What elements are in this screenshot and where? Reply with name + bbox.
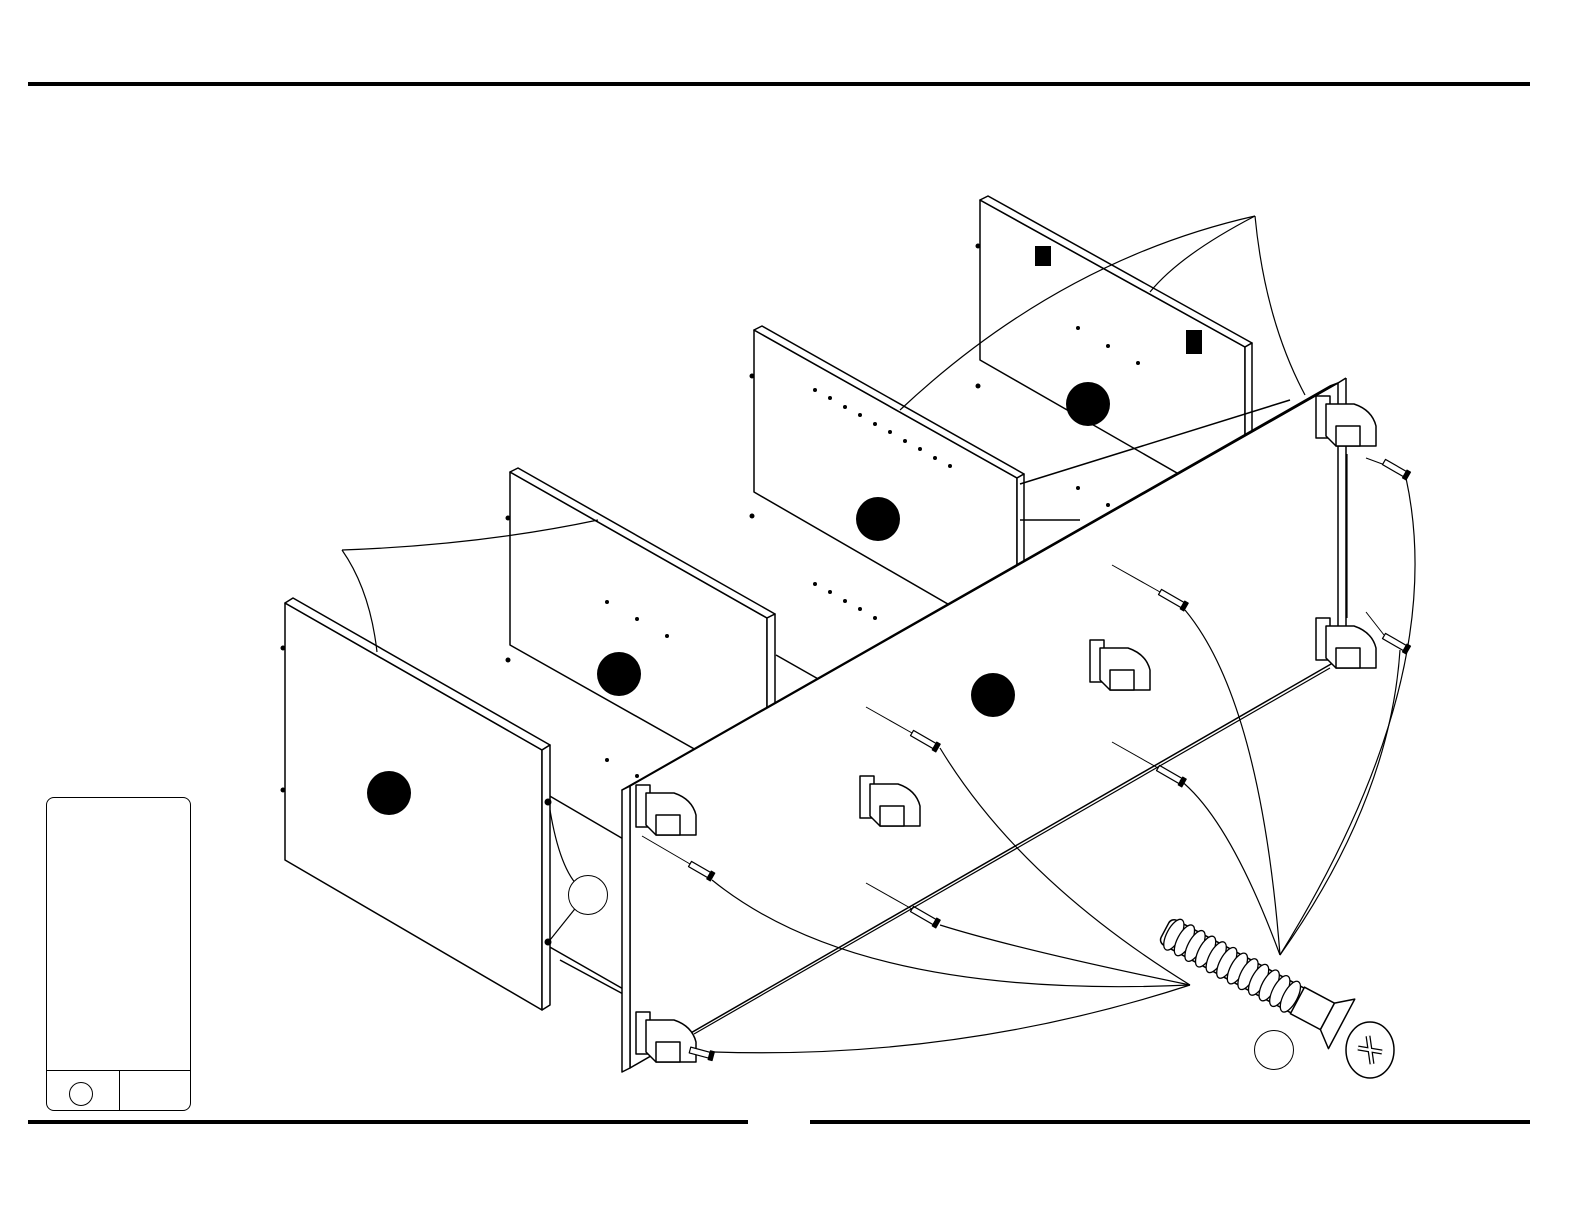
part-marker-rail [971,673,1015,717]
cam-housing [1316,396,1376,446]
panel-front-left [281,598,552,1010]
cam-housing [1316,618,1376,668]
part-marker-back-right [1066,382,1110,426]
part-marker-middle-right [856,497,900,541]
part-marker-front-left [367,771,411,815]
legend-part-circle [69,1082,93,1106]
callout-circle-dowel [568,875,608,915]
legend-cell-divider [119,1070,120,1110]
callout-circle-screw [1254,1030,1294,1070]
part-marker-middle-left [597,652,641,696]
hardware-legend [46,797,191,1111]
